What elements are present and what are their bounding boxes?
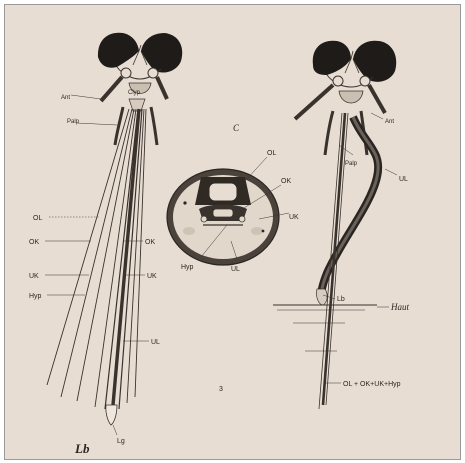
label-left-ant: Ant [61, 95, 70, 101]
label-right-palp: Palp [345, 161, 358, 167]
center-cross-section [167, 169, 279, 265]
label-left-ul: UL [151, 339, 160, 346]
label-right-ul: UL [399, 176, 408, 183]
label-center-hyp: Hyp [181, 264, 194, 271]
label-left-lb: Lb [74, 441, 90, 456]
label-center-panel-letter: C [233, 123, 240, 133]
right-eye-right [353, 41, 396, 82]
label-left-uk-right: UK [147, 273, 157, 280]
label-right-haut: Haut [390, 302, 409, 312]
label-right-ant: Ant [385, 119, 394, 125]
label-left-clyp: Clyp [128, 90, 141, 96]
label-left-lg: Lg [117, 438, 125, 445]
food-canal [209, 183, 237, 201]
label-left-ok-right: OK [145, 239, 155, 246]
label-left-hyp: Hyp [29, 293, 42, 300]
label-left-uk: UK [29, 273, 39, 280]
left-labella [106, 405, 117, 425]
label-center-ul: UL [231, 266, 240, 273]
label-left-ol: OL [33, 215, 42, 222]
label-center-ol: OL [267, 150, 276, 157]
figure-frame: Ant Clyp Palp OL OK OK UK UK Hyp UL Lg L… [4, 4, 461, 460]
label-right-lb: Lb [337, 296, 345, 303]
right-eye-left [313, 41, 351, 75]
label-right-stylet-bundle: OL + OK+UK+Hyp [343, 381, 401, 388]
left-eye-left [98, 33, 139, 68]
left-proboscis-stylets [47, 109, 146, 425]
label-center-uk: UK [289, 214, 299, 221]
right-mosquito-head [295, 41, 396, 155]
label-figure-number: 3 [219, 386, 223, 393]
right-antenna-socket-right [360, 76, 370, 86]
label-left-ok: OK [29, 239, 39, 246]
left-antenna-socket-left [121, 68, 131, 78]
right-antenna-socket-left [333, 76, 343, 86]
label-left-palp: Palp [67, 119, 80, 125]
left-antenna-socket-right [148, 68, 158, 78]
label-center-ok: OK [281, 178, 291, 185]
right-proboscis [316, 113, 378, 409]
mosquito-mouthparts-diagram: Ant Clyp Palp OL OK OK UK UK Hyp UL Lg L… [5, 5, 460, 459]
left-eye-right [141, 33, 182, 73]
